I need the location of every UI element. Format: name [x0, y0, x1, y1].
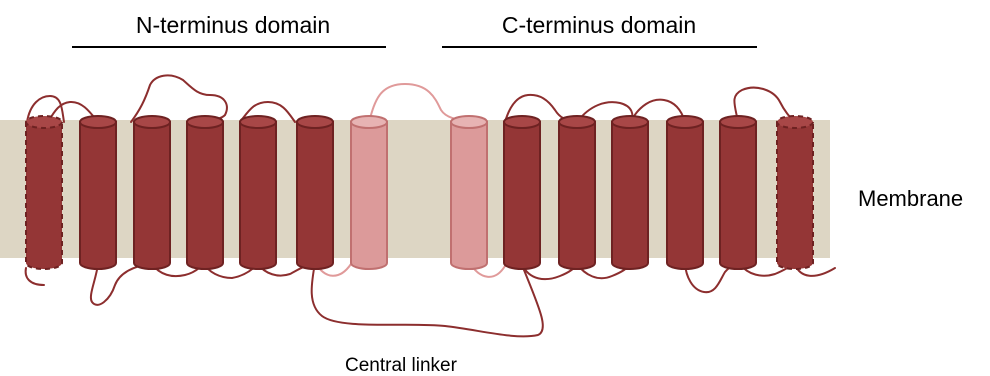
helix-top-cap	[187, 116, 223, 128]
helix-5	[240, 116, 276, 269]
helix-body	[777, 122, 813, 269]
helix-10	[559, 116, 595, 269]
helix-4	[187, 116, 223, 269]
helix-top-cap	[240, 116, 276, 128]
helix-14	[777, 116, 813, 269]
helix-11	[612, 116, 648, 269]
helix-top-cap	[351, 116, 387, 128]
loop-2-3	[131, 75, 227, 122]
helix-body	[351, 122, 387, 269]
helix-body	[240, 122, 276, 269]
helix-7	[351, 116, 387, 269]
helix-body	[26, 122, 62, 269]
helix-3	[134, 116, 170, 269]
helix-top-cap	[720, 116, 756, 128]
helix-body	[187, 122, 223, 269]
n-terminus-domain-label: N-terminus domain	[136, 12, 330, 38]
helix-body	[612, 122, 648, 269]
helix-top-cap	[612, 116, 648, 128]
helix-top-cap	[297, 116, 333, 128]
helix-body	[667, 122, 703, 269]
n-terminal-tail	[26, 268, 44, 285]
helix-body	[504, 122, 540, 269]
helix-body	[451, 122, 487, 269]
helix-top-cap	[667, 116, 703, 128]
helix-top-cap	[777, 116, 813, 128]
helix-top-cap	[134, 116, 170, 128]
helix-body	[720, 122, 756, 269]
helix-13	[720, 116, 756, 269]
helix-top-cap	[451, 116, 487, 128]
helix-body	[80, 122, 116, 269]
helix-1	[26, 116, 62, 269]
helix-top-cap	[504, 116, 540, 128]
helix-8	[451, 116, 487, 269]
central-linker-bottom-loop	[312, 263, 543, 336]
membrane-label: Membrane	[858, 186, 963, 211]
helix-body	[297, 122, 333, 269]
helix-body	[559, 122, 595, 269]
helix-12	[667, 116, 703, 269]
helix-6	[297, 116, 333, 269]
membrane-band	[0, 120, 830, 258]
helix-top-cap	[26, 116, 62, 128]
c-terminus-domain-label: C-terminus domain	[502, 12, 696, 38]
central-linker-top-loop	[369, 84, 469, 122]
helix-body	[134, 122, 170, 269]
helix-top-cap	[80, 116, 116, 128]
helix-top-cap	[559, 116, 595, 128]
helix-9	[504, 116, 540, 269]
central-linker-label: Central linker	[345, 355, 458, 376]
loop-bottom-1	[91, 264, 150, 305]
helix-2	[80, 116, 116, 269]
